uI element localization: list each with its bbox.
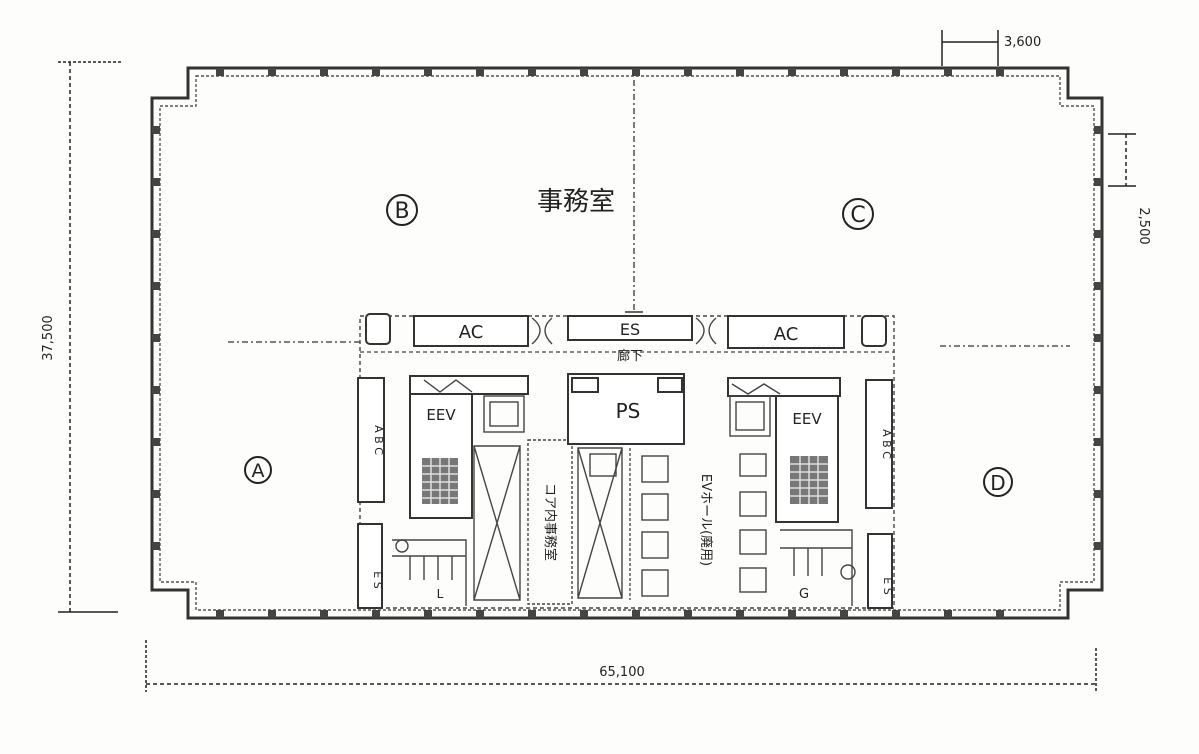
- column-mark: [320, 610, 328, 618]
- es-right: [867, 533, 893, 609]
- core-office-label: コア内事務室: [542, 483, 558, 561]
- column-mark: [152, 490, 160, 498]
- column-mark: [892, 68, 900, 76]
- column-mark: [1094, 178, 1102, 186]
- column-mark: [840, 68, 848, 76]
- toilet-left: [392, 539, 467, 606]
- column-mark: [580, 68, 588, 76]
- ac-room-right: [727, 315, 845, 349]
- column-mark: [1094, 542, 1102, 550]
- column-mark: [528, 68, 536, 76]
- column-mark: [216, 68, 224, 76]
- column-mark: [476, 68, 484, 76]
- abc-shaft-right: [865, 379, 893, 509]
- zone-c-label: C: [850, 203, 865, 228]
- column-mark: [152, 230, 160, 238]
- column-mark: [152, 334, 160, 342]
- abc-left-label: A B C: [372, 425, 385, 455]
- elevator-block-left: [409, 375, 529, 601]
- zone-dividers: [228, 80, 1070, 347]
- column-mark: [1094, 282, 1102, 290]
- column-mark: [736, 610, 744, 618]
- column-mark: [996, 68, 1004, 76]
- es-room: [567, 315, 693, 341]
- column-mark: [320, 68, 328, 76]
- es-right-label: E S: [881, 577, 894, 594]
- core-outline: [359, 315, 895, 609]
- ev-hall-label: EVホール(廃用): [698, 474, 714, 566]
- column-mark: [424, 68, 432, 76]
- column-marks: [152, 68, 1102, 618]
- room-title: 事務室: [537, 187, 615, 217]
- ps-label: PS: [616, 399, 641, 423]
- column-mark: [476, 610, 484, 618]
- column-mark: [684, 610, 692, 618]
- toilet-right: [780, 529, 853, 606]
- column-mark: [788, 610, 796, 618]
- height-dimension: 37,500: [41, 315, 56, 361]
- es-label: ES: [620, 320, 640, 339]
- core-office-column: [527, 439, 573, 605]
- core-service-row: [365, 313, 887, 349]
- column-mark: [152, 282, 160, 290]
- column-mark: [632, 68, 640, 76]
- column-mark: [840, 610, 848, 618]
- column-mark: [1094, 386, 1102, 394]
- column-mark: [152, 178, 160, 186]
- es-left: [357, 523, 383, 609]
- column-mark: [152, 438, 160, 446]
- column-mark: [1094, 334, 1102, 342]
- column-mark: [996, 610, 1004, 618]
- column-mark: [684, 68, 692, 76]
- column-mark: [788, 68, 796, 76]
- lower-core-rooms: [357, 523, 893, 609]
- column-span-dimension: 3,600: [1004, 35, 1041, 50]
- ac-left-label: AC: [459, 322, 484, 343]
- column-mark: [736, 68, 744, 76]
- column-mark: [152, 126, 160, 134]
- toilet-left-label: L: [437, 587, 444, 601]
- width-dimension: 65,100: [599, 665, 645, 680]
- offset-dimension: 2,500: [1136, 207, 1151, 244]
- labels: 事務室 B C A D AC ES AC 廊下 PS EEV EEV A B C…: [41, 35, 1151, 680]
- column-mark: [944, 68, 952, 76]
- column-mark: [216, 610, 224, 618]
- column-mark: [580, 610, 588, 618]
- toilet-right-label: G: [799, 587, 809, 602]
- column-mark: [1094, 230, 1102, 238]
- dimension-lines: [58, 30, 1136, 692]
- column-mark: [528, 610, 536, 618]
- building-outline: [150, 66, 1104, 620]
- ac-right-label: AC: [774, 324, 799, 345]
- corridor-label: 廊下: [617, 348, 643, 364]
- ps-block: [567, 373, 685, 445]
- column-mark: [632, 610, 640, 618]
- column-mark: [372, 610, 380, 618]
- elevator-cars-center: [577, 447, 669, 600]
- column-mark: [268, 68, 276, 76]
- abc-right-label: A B C: [880, 429, 893, 459]
- column-mark: [152, 386, 160, 394]
- ac-room-left: [413, 315, 529, 347]
- zone-d-label: D: [990, 471, 1005, 495]
- column-mark: [1094, 438, 1102, 446]
- eev-right-label: EEV: [792, 410, 822, 428]
- eev-left-label: EEV: [426, 406, 456, 424]
- column-mark: [1094, 490, 1102, 498]
- abc-shaft-left: [357, 377, 385, 503]
- abc-shafts: [357, 377, 893, 509]
- es-left-label: E S: [371, 571, 384, 588]
- column-mark: [944, 610, 952, 618]
- elevator-block-right: [727, 377, 841, 593]
- column-mark: [372, 68, 380, 76]
- zone-a-label: A: [252, 460, 265, 482]
- column-mark: [268, 610, 276, 618]
- zone-b-label: B: [394, 199, 409, 224]
- column-mark: [892, 610, 900, 618]
- column-mark: [1094, 126, 1102, 134]
- column-mark: [152, 542, 160, 550]
- column-mark: [424, 610, 432, 618]
